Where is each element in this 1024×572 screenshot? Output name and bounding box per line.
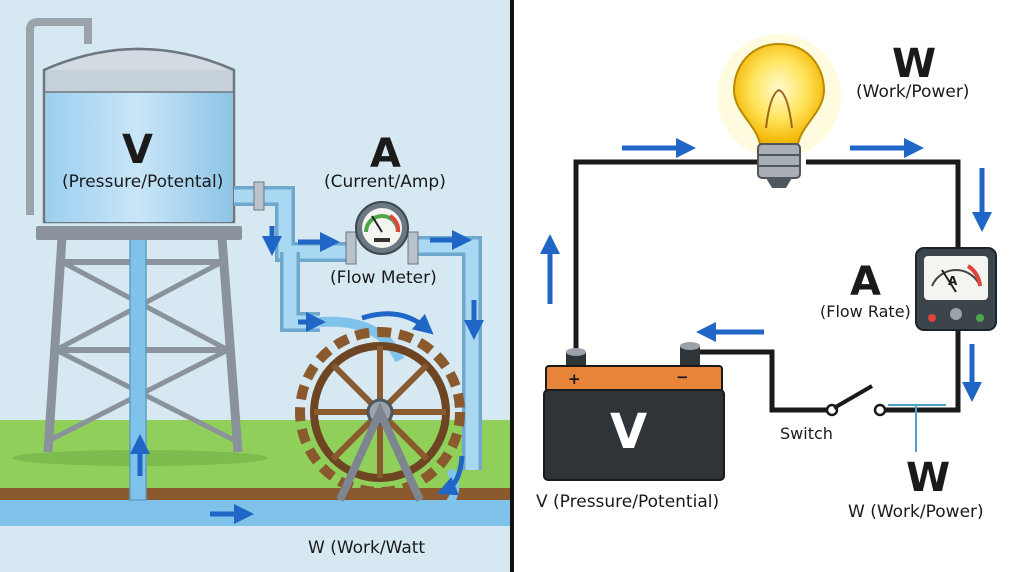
ammeter-caption: (Flow Rate): [820, 302, 911, 321]
ammeter-face-letter: A: [948, 274, 958, 288]
meter-amp-letter: A: [370, 131, 401, 177]
water-channel: [0, 500, 512, 526]
switch-label: Switch: [780, 424, 833, 443]
meter-caption: (Current/Amp): [324, 172, 446, 192]
water-flow-arrows: [130, 226, 484, 524]
battery-minus-sign: −: [676, 368, 689, 386]
flow-meter-label: (Flow Meter): [330, 268, 437, 288]
bulb-work-letter: W: [892, 41, 937, 87]
light-bulb: [717, 34, 841, 188]
water-wheel: [295, 316, 465, 510]
battery-caption: V (Pressure/Potential): [536, 492, 720, 512]
bulb-caption: (Work/Power): [856, 82, 970, 102]
load-work-letter: W: [906, 455, 951, 501]
panel-divider: [510, 0, 514, 572]
current-arrows: [540, 138, 992, 402]
circuit-switch: [825, 384, 946, 452]
water-tank: [36, 47, 242, 240]
water-analogy-panel: [0, 0, 512, 572]
load-caption: W (Work/Power): [848, 502, 984, 522]
battery: [543, 342, 725, 481]
battery-plus-sign: +: [568, 370, 581, 388]
ground-strip: [0, 488, 512, 500]
tank-voltage-letter: V: [122, 127, 153, 173]
circuit-wires: [573, 159, 961, 413]
flow-meter: [345, 201, 419, 265]
work-label: W (Work/Watt: [308, 538, 426, 558]
ammeter-letter: A: [850, 259, 881, 305]
tank-caption: (Pressure/Potental): [62, 172, 224, 192]
circuit-panel: [540, 34, 997, 481]
ammeter: [915, 247, 997, 331]
battery-voltage-letter: V: [610, 404, 648, 460]
vent-pipe: [26, 18, 92, 215]
